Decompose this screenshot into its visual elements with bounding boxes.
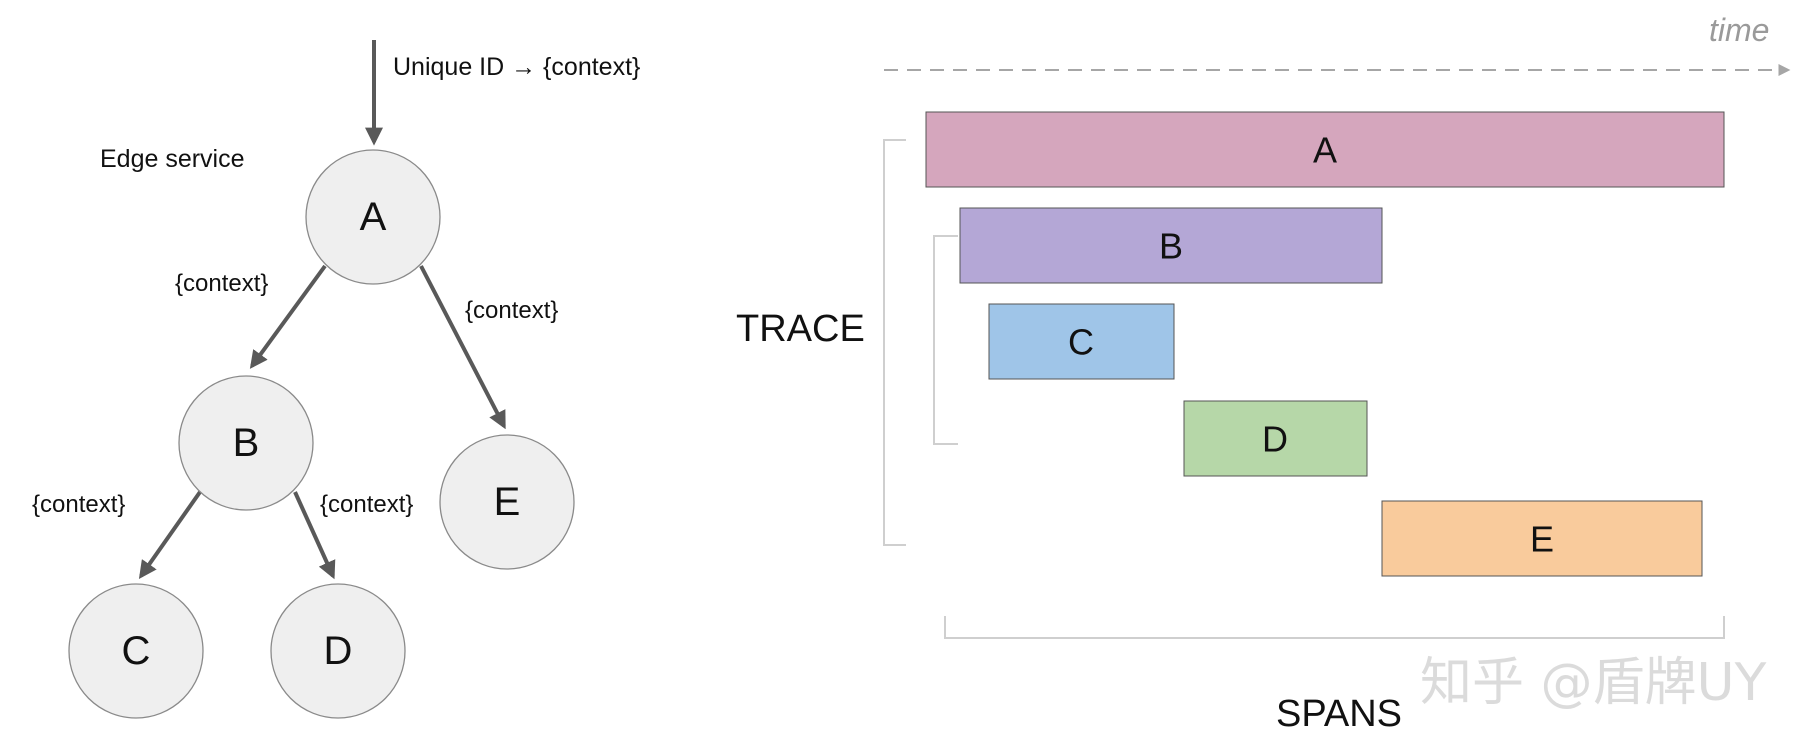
edge-label-b-d: {context}	[320, 491, 413, 518]
span-b-label: B	[1159, 226, 1183, 267]
trace-timeline: time TRACE A B C D E SPANS	[736, 12, 1791, 735]
span-d-label: D	[1262, 419, 1288, 460]
edge-label-a-b: {context}	[175, 270, 268, 297]
edge-a-to-e	[419, 265, 506, 430]
entry-label: Unique ID → {context}	[393, 53, 640, 81]
spans-bracket	[944, 616, 1725, 639]
time-label: time	[1709, 12, 1769, 48]
trace-bracket	[883, 139, 906, 546]
span-b: B	[959, 207, 1383, 284]
node-b: B	[178, 375, 314, 511]
child-span-bracket	[933, 235, 958, 445]
edge-label-b-c: {context}	[32, 491, 125, 518]
edge-a-to-b	[249, 264, 327, 369]
node-c: C	[68, 583, 204, 719]
span-c: C	[988, 303, 1175, 380]
node-c-label: C	[122, 629, 151, 673]
node-e: E	[439, 434, 575, 570]
edge-label-a-e: {context}	[465, 297, 558, 324]
span-c-label: C	[1068, 322, 1094, 363]
span-e-label: E	[1530, 519, 1554, 560]
node-a: A	[305, 149, 441, 285]
node-b-label: B	[233, 421, 260, 465]
span-a: A	[925, 111, 1725, 188]
trace-label: TRACE	[736, 308, 865, 350]
node-d: D	[270, 583, 406, 719]
node-d-label: D	[324, 629, 353, 673]
edge-b-to-d	[293, 491, 336, 580]
span-a-label: A	[1313, 130, 1337, 171]
node-a-label: A	[360, 195, 387, 239]
span-d: D	[1183, 400, 1368, 477]
node-e-label: E	[494, 480, 521, 524]
spans-label: SPANS	[1276, 693, 1402, 735]
service-call-tree: Unique ID → {context} Edge service {cont…	[32, 40, 640, 719]
edge-b-to-c	[138, 490, 202, 579]
span-e: E	[1381, 500, 1703, 577]
edge-service-label: Edge service	[100, 145, 245, 173]
watermark: 知乎 @盾牌UY	[1420, 653, 1767, 713]
